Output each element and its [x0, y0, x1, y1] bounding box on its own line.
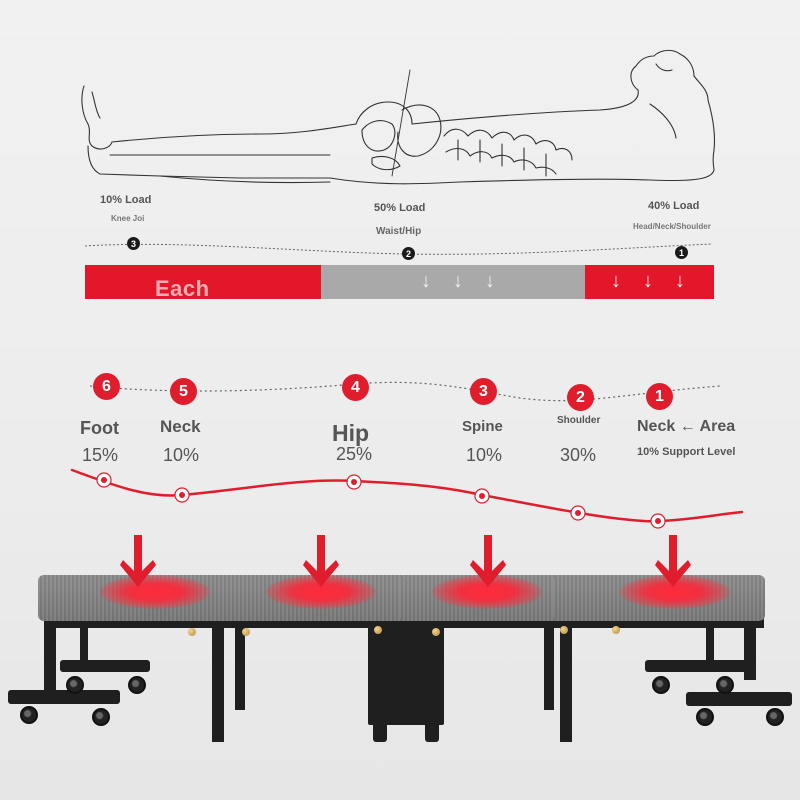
down-arrow-icon: ↓: [675, 270, 685, 292]
percent-neck-area: 10% Support Level: [637, 446, 736, 458]
wheel: [20, 706, 38, 724]
number-marker-icon: 3: [127, 237, 140, 250]
percent-foot: 15%: [82, 445, 119, 465]
bed-foot: [425, 718, 439, 742]
load-label-head: 40% Load: [648, 200, 700, 212]
bed-leg: [235, 620, 245, 710]
bed-frame-rail: [44, 618, 764, 628]
area-label-foot: Foot: [80, 418, 119, 438]
foot-rest: [60, 660, 150, 672]
bed-center-box: [368, 625, 444, 725]
wheel: [696, 708, 714, 726]
bed-leg: [544, 620, 554, 710]
foot-rest: [686, 692, 792, 706]
foot-rest: [8, 690, 120, 704]
load-sub-hip: Waist/Hip: [376, 226, 422, 237]
percent-hip: 25%: [336, 444, 373, 464]
support-zone-head: [585, 265, 714, 299]
down-arrow-icon: ↓: [611, 270, 621, 292]
foot-rest: [645, 660, 755, 672]
area-label-neck: Neck: [160, 417, 201, 436]
hinge-bolt: [374, 626, 382, 634]
point-marker-5: 5: [170, 378, 197, 405]
wheel: [766, 708, 784, 726]
hinge-bolt: [432, 628, 440, 636]
pressure-spot: [100, 575, 210, 609]
bed-leg: [44, 620, 56, 696]
wheel: [66, 676, 84, 694]
hinge-bolt: [560, 626, 568, 634]
percent-neck: 10%: [163, 445, 200, 465]
bed-leg: [80, 625, 88, 665]
point-marker-2: 2: [567, 384, 594, 411]
down-arrow-icon: ↓: [453, 270, 463, 292]
support-zone-knee: [85, 265, 321, 299]
bed-leg: [560, 620, 572, 742]
point-marker-3: 3: [470, 378, 497, 405]
number-marker-icon: 1: [675, 246, 688, 259]
percent-shoulder: 30%: [560, 445, 597, 465]
point-marker-1: 1: [646, 383, 673, 410]
body-outline-illustration: [81, 49, 716, 185]
watermark-text: Each: [155, 276, 210, 301]
area-label-neck-area: Neck ← Area: [637, 418, 736, 435]
down-arrow-icon: [470, 535, 506, 587]
wheel: [128, 676, 146, 694]
bed-leg: [212, 620, 224, 742]
hinge-bolt: [242, 628, 250, 636]
wheel: [92, 708, 110, 726]
load-sub-head: Head/Neck/Shoulder: [633, 222, 711, 231]
bed-leg: [706, 628, 714, 664]
load-sub-knee: Knee Joi: [111, 214, 145, 223]
load-label-knee: 10% Load: [100, 194, 152, 206]
bed-foot: [373, 718, 387, 742]
number-marker-icon: 2: [402, 247, 415, 260]
pressure-dotted-line: [89, 381, 721, 402]
area-label-hip: Hip: [332, 420, 370, 446]
down-arrow-icon: ↓: [485, 270, 495, 292]
percent-spine: 10%: [466, 445, 503, 465]
point-marker-4: 4: [342, 374, 369, 401]
down-arrow-icon: [655, 535, 691, 587]
wheel: [716, 676, 734, 694]
down-arrow-icon: [303, 535, 339, 587]
area-label-spine: Spine: [462, 418, 503, 435]
wheel: [652, 676, 670, 694]
load-label-hip: 50% Load: [374, 202, 426, 214]
hinge-bolt: [612, 626, 620, 634]
down-arrow-icon: ↓: [421, 270, 431, 292]
support-zone-hip: [321, 265, 585, 299]
hinge-bolt: [188, 628, 196, 636]
area-label-shoulder: Shoulder: [557, 415, 601, 426]
down-arrow-icon: ↓: [643, 270, 653, 292]
point-marker-6: 6: [93, 373, 120, 400]
support-curve: [70, 468, 744, 529]
down-arrow-icon: [120, 535, 156, 587]
